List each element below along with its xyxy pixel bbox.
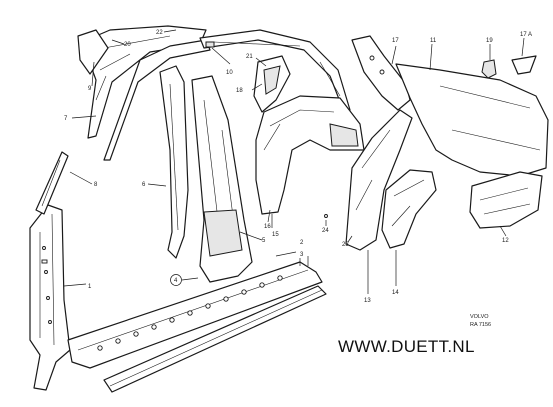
part-rear-quarter-upper [351, 35, 411, 111]
callout-4-ring [170, 274, 182, 286]
callout-1: 1 [88, 284, 92, 290]
part-bracket-17a [511, 55, 537, 75]
part-upper-bracket [253, 55, 291, 113]
part-inner-wheel-arch [255, 95, 365, 215]
callout-17a: 17 A [520, 32, 532, 38]
callout-22: 22 [156, 30, 163, 36]
callout-20: 20 [124, 42, 131, 48]
part-b-pillar-inner [191, 75, 253, 283]
part-rear-lower-panel [469, 171, 543, 229]
callout-21: 21 [246, 54, 253, 60]
callout-11: 11 [430, 38, 437, 44]
part-a-pillar [29, 204, 71, 391]
part-rear-fender [395, 63, 549, 177]
callout-9: 9 [88, 86, 92, 92]
part-roof-rail [77, 25, 211, 161]
callout-2: 2 [300, 240, 304, 246]
callout-5: 5 [262, 238, 266, 244]
stamp-brand: VOLVO [470, 314, 489, 320]
site-watermark: WWW.DUETT.NL [338, 337, 475, 356]
part-fastener [324, 214, 328, 218]
callout-6: 6 [142, 182, 146, 188]
part-rear-arch-outer [345, 109, 413, 251]
callout-7: 7 [64, 116, 68, 122]
callout-10: 10 [226, 70, 233, 76]
callout-24: 24 [322, 228, 329, 234]
leader-lines [63, 29, 525, 294]
callout-12: 12 [502, 238, 509, 244]
callout-3: 3 [300, 252, 304, 258]
callout-13: 13 [364, 298, 371, 304]
callout-17: 17 [392, 38, 399, 44]
callout-labels: 1 2 3 4 5 6 7 8 9 10 11 12 13 14 15 16 1… [64, 30, 532, 304]
callout-14: 14 [392, 290, 399, 296]
part-pillar-strip [35, 151, 69, 215]
callout-18: 18 [236, 88, 243, 94]
callout-4: 4 [174, 278, 178, 284]
stamp-code: RA 7156 [470, 322, 491, 328]
part-b-pillar-outer [159, 65, 189, 259]
part-clip [481, 59, 497, 79]
part-rear-arch-inner [381, 169, 437, 249]
callout-8: 8 [94, 182, 98, 188]
callout-16: 16 [264, 224, 271, 230]
callout-15: 15 [272, 232, 279, 238]
part-sill-inner [103, 285, 327, 393]
callout-23: 23 [342, 242, 349, 248]
callout-19: 19 [486, 38, 493, 44]
volvo-stamp: VOLVO RA 7156 [470, 314, 491, 328]
